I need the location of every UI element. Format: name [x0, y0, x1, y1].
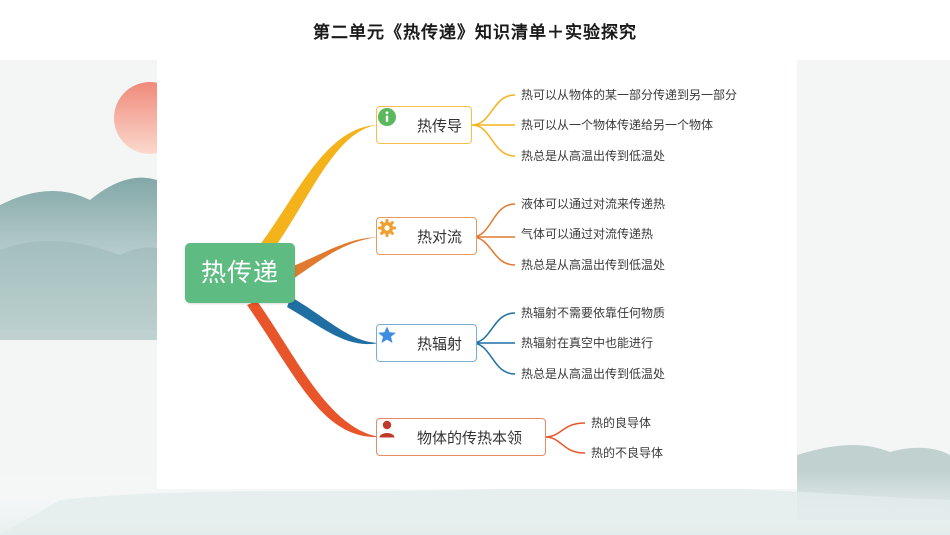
branch-connector-2: [291, 237, 379, 279]
branch-node-heat-transfer-ability: 物体的传热本领: [376, 418, 546, 456]
branch-node-heat-radiation: 热辐射: [376, 324, 477, 362]
leaf-text: 热可以从物体的某一部分传递到另一部分: [521, 88, 738, 102]
leaf-text: 热的良导体: [591, 416, 652, 430]
leaf-text: 热总是从高温出传到低温处: [521, 149, 666, 163]
branch-connector-4: [247, 301, 379, 438]
branch-node-heat-conduction: 热传导: [376, 106, 472, 144]
leaf-text: 热总是从高温出传到低温处: [521, 367, 666, 381]
branch-node-heat-convection: 热对流: [376, 217, 477, 255]
leaf-text: 热辐射在真空中也能进行: [521, 336, 654, 350]
branch-label: 热传导: [417, 116, 463, 135]
branch-label: 热对流: [417, 227, 463, 246]
root-node: 热传递: [185, 243, 295, 303]
leaf-bracket-4: [544, 422, 586, 454]
leaf-text: 热的不良导体: [591, 446, 664, 460]
branch-label: 热辐射: [417, 334, 463, 353]
gear-icon: [378, 219, 408, 246]
leaf-bracket-2: [471, 203, 516, 266]
leaf-bracket-1: [471, 94, 516, 157]
branch-label: 物体的传热本领: [417, 428, 523, 447]
page-title: 第二单元《热传递》知识清单＋实验探究: [313, 23, 637, 43]
person-icon: [379, 420, 408, 447]
leaf-text: 液体可以通过对流来传递热: [521, 197, 666, 211]
leaf-text: 气体可以通过对流传递热: [521, 227, 654, 241]
mindmap-panel: 热传递 热传导 热可以从物体的某一部分传递到另一部分 热可以从一个物体传递给另一…: [157, 57, 797, 489]
leaf-bracket-3: [471, 312, 516, 375]
info-icon: [378, 108, 408, 135]
leaf-text: 热可以从一个物体传递给另一个物体: [521, 118, 714, 132]
star-icon: [378, 326, 408, 353]
mindmap-connectors: [247, 94, 586, 454]
leaf-text: 热总是从高温出传到低温处: [521, 258, 666, 272]
branch-connector-1: [252, 125, 377, 261]
leaf-text: 热辐射不需要依靠任何物质: [521, 306, 666, 320]
branch-connector-3: [287, 297, 379, 345]
